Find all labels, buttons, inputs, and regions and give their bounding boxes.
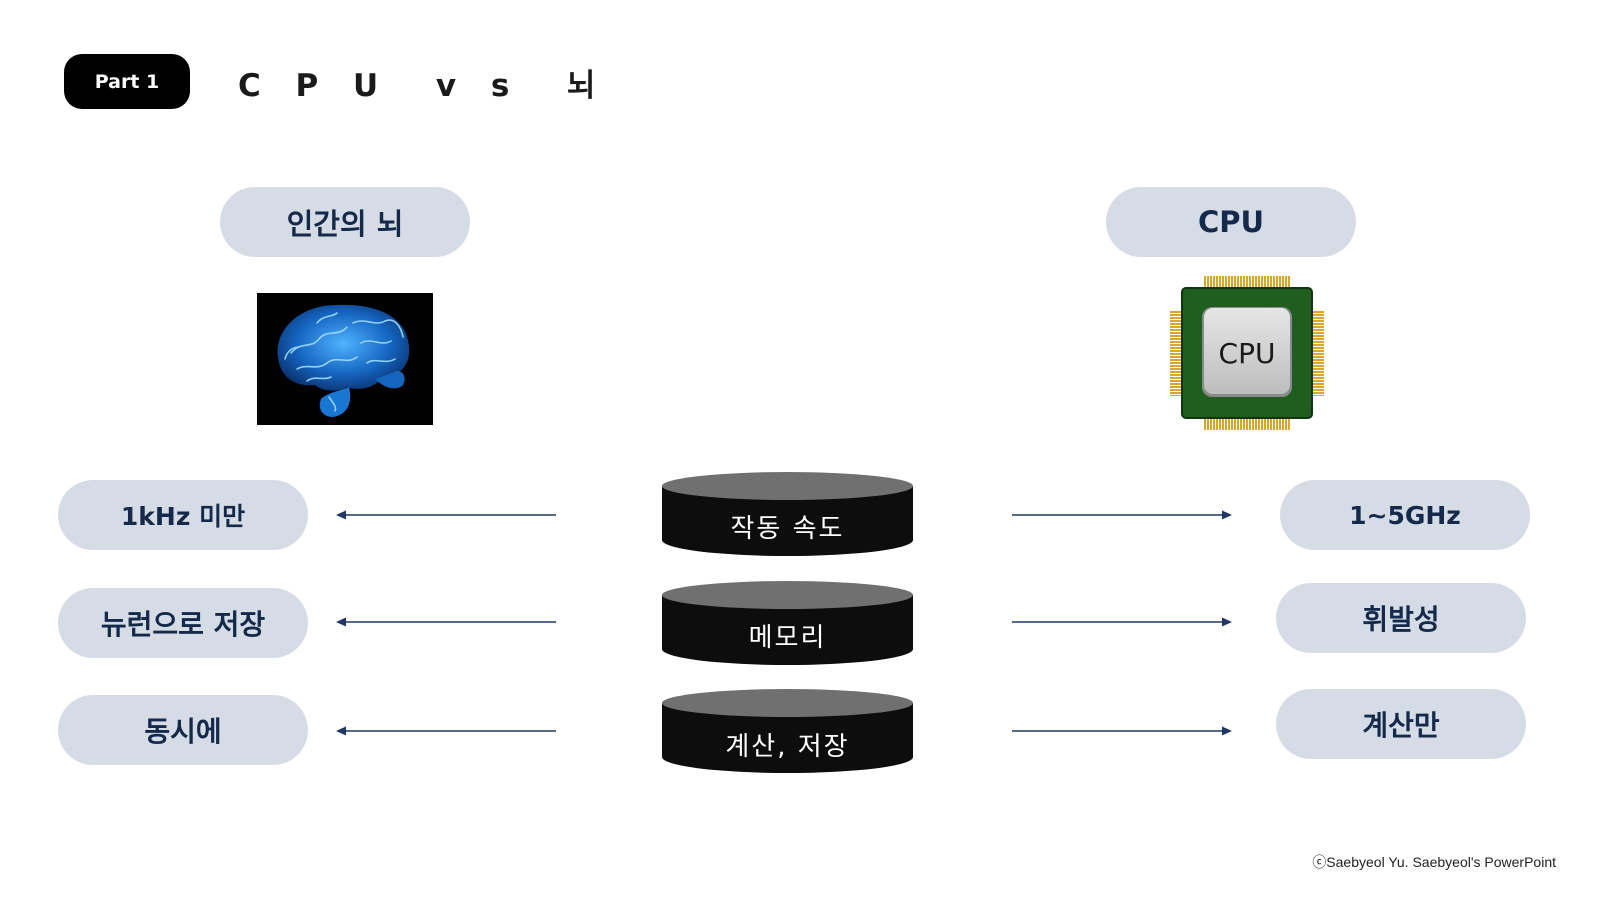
arrow-left-memory: [336, 617, 556, 627]
cpu-chip-label: CPU: [1219, 337, 1276, 370]
arrow-left-speed: [336, 510, 556, 520]
arrow-right-memory: [1012, 617, 1232, 627]
copyright-notice: ⓒSaebyeol Yu. Saebyeol's PowerPoint: [1312, 854, 1556, 870]
page-title: C P U v s 뇌: [238, 67, 608, 104]
arrow-left-function: [336, 726, 556, 736]
brain-function-pill: 동시에: [58, 695, 308, 765]
criteria-disk-speed: [662, 472, 913, 556]
brain-speed-pill: 1kHz 미만: [58, 480, 308, 550]
brain-image: [257, 293, 433, 425]
arrow-right-function: [1012, 726, 1232, 736]
cpu-chip-image: CPU: [1170, 276, 1324, 430]
criteria-disk-memory: [662, 581, 913, 665]
brain-heading: 인간의 뇌: [220, 187, 470, 257]
arrow-right-speed: [1012, 510, 1232, 520]
criteria-disk-function: [662, 689, 913, 773]
cpu-function-pill: 계산만: [1276, 689, 1526, 759]
brain-memory-pill: 뉴런으로 저장: [58, 588, 308, 658]
cpu-heading: CPU: [1106, 187, 1356, 257]
cpu-speed-pill: 1~5GHz: [1280, 480, 1530, 550]
criteria-label-function: 계산, 저장: [725, 731, 850, 762]
criteria-label-speed: 작동 속도: [730, 513, 845, 544]
part-badge: Part 1: [64, 54, 190, 109]
criteria-label-memory: 메모리: [748, 622, 827, 653]
cpu-memory-pill: 휘발성: [1276, 583, 1526, 653]
